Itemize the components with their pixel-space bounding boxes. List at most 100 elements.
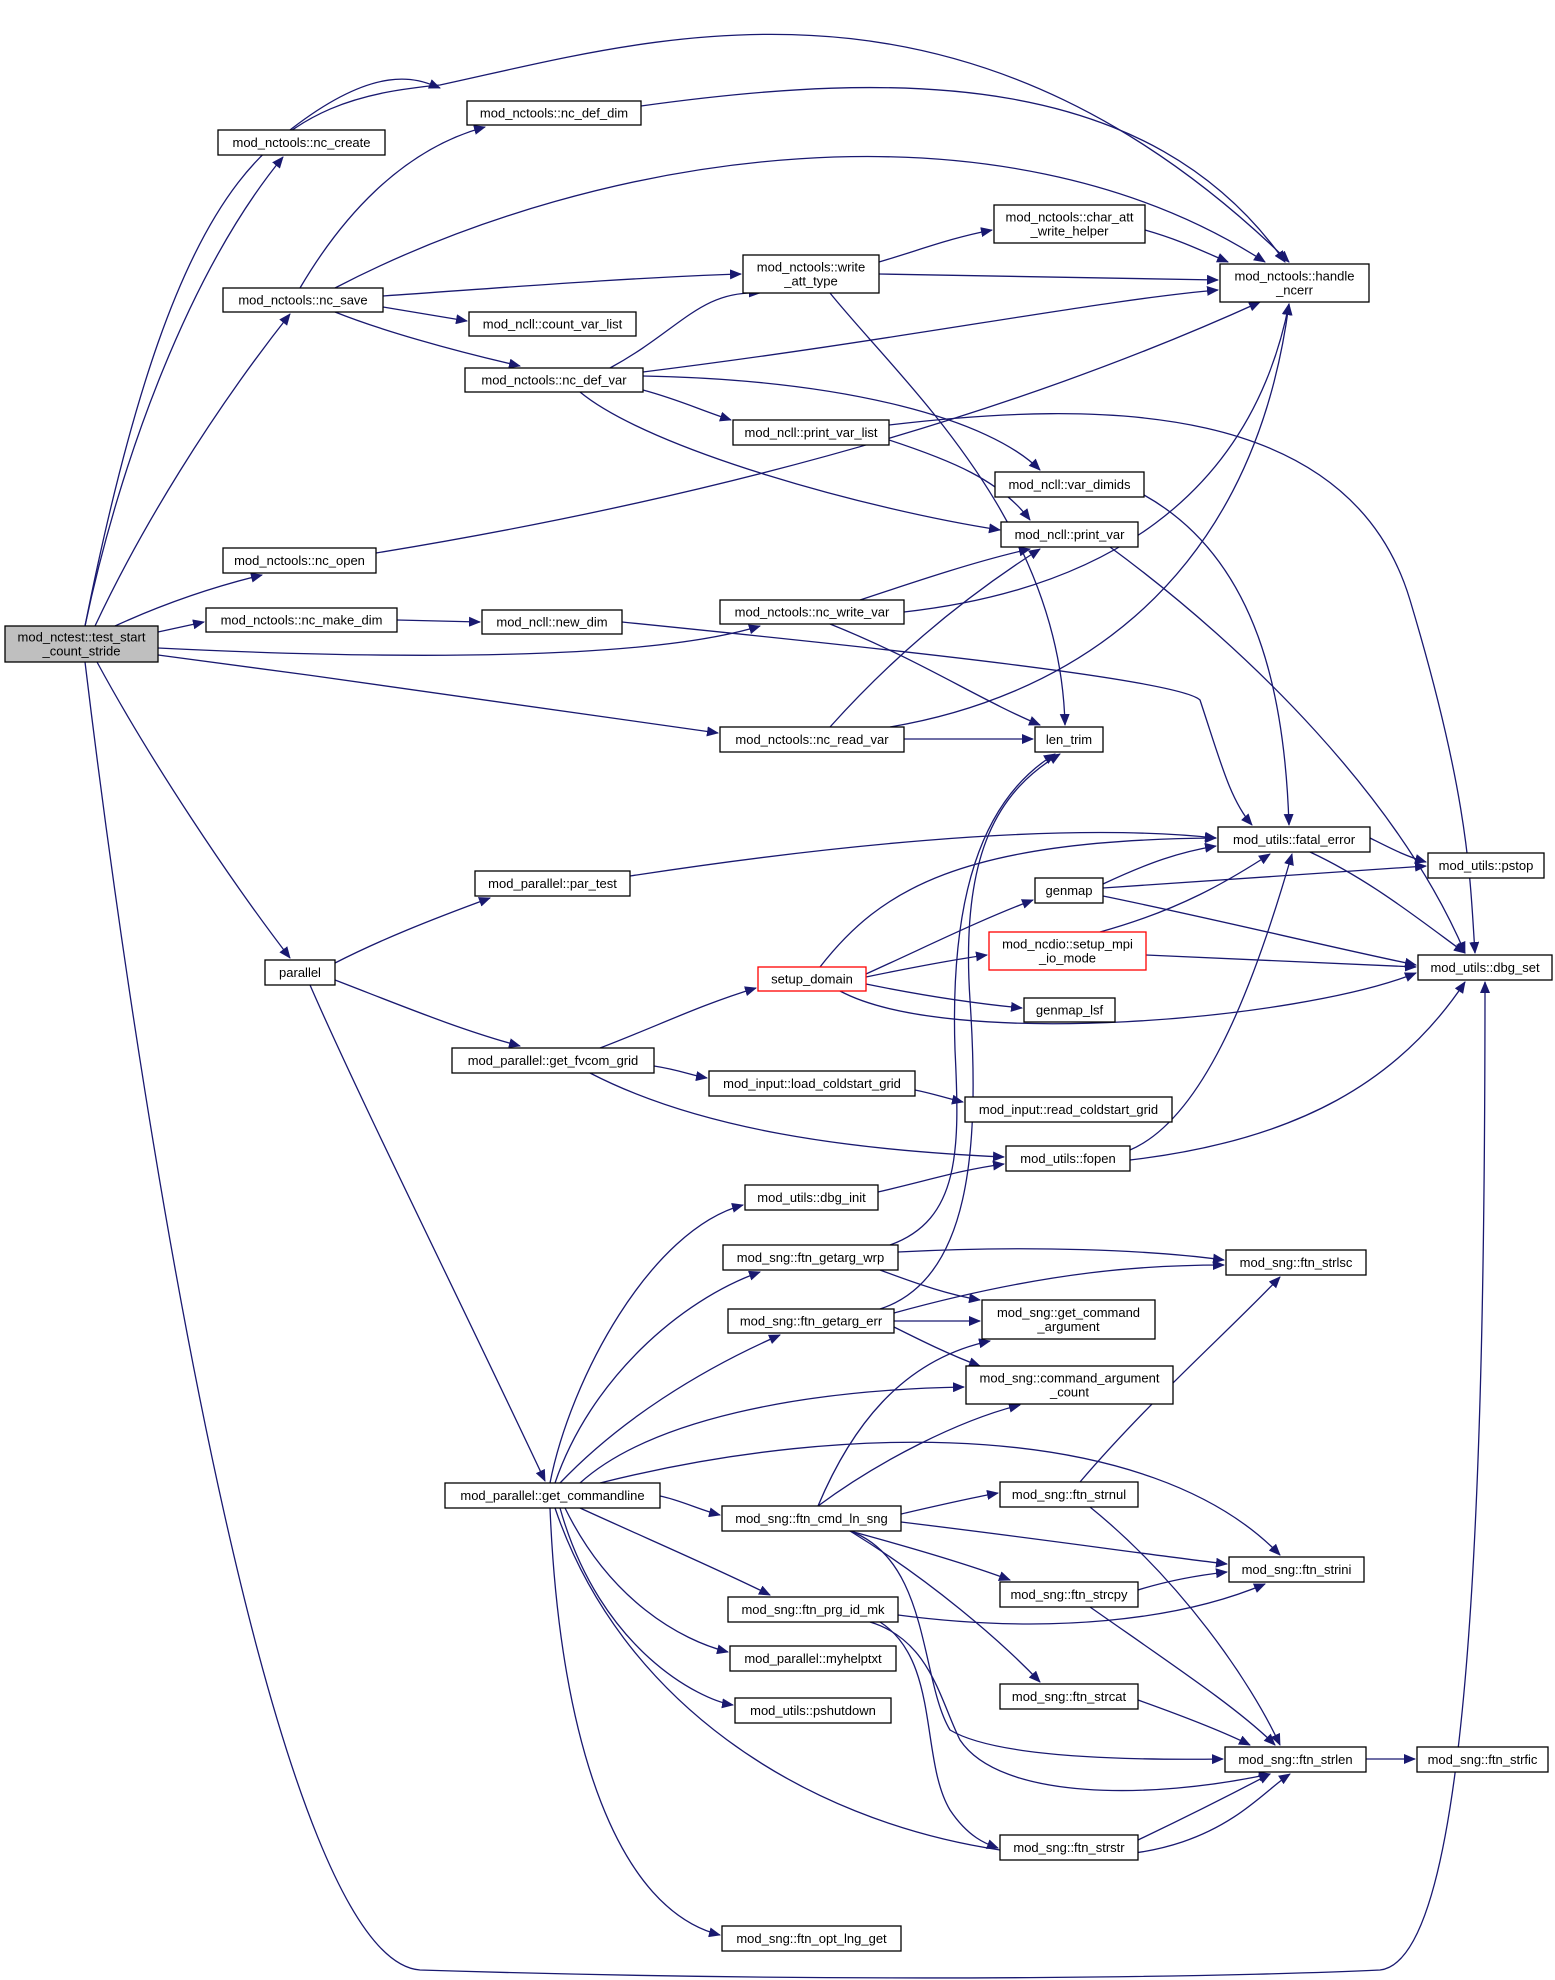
node-handle-ncerr[interactable]: mod_nctools::handle_ncerr [1219, 263, 1370, 303]
node-myhelptxt[interactable]: mod_parallel::myhelptxt [729, 1645, 897, 1672]
edge-root-to-nc_save [94, 313, 291, 627]
node-box [1000, 521, 1139, 548]
node-print-var-list[interactable]: mod_ncll::print_var_list [732, 419, 890, 446]
node-box [744, 1184, 879, 1211]
node-nc-read-var[interactable]: mod_nctools::nc_read_var [719, 726, 905, 753]
edge-var_dimids-to-fatal_error [1143, 494, 1294, 826]
edge-par_test-to-fatal_error [629, 831, 1217, 877]
node-fatal-error[interactable]: mod_utils::fatal_error [1217, 826, 1371, 853]
edge-get_commandline-to-strlen [554, 1507, 1291, 1858]
node-setup-mpi[interactable]: mod_ncdio::setup_mpi_io_mode [988, 931, 1147, 971]
edge-root-to-nc_make_dim [157, 619, 205, 633]
node-nc-write-var[interactable]: mod_nctools::nc_write_var [719, 599, 905, 625]
node-nc-def-dim[interactable]: mod_nctools::nc_def_dim [466, 100, 642, 126]
edge-parallel-to-get_fvcom_grid [334, 979, 521, 1048]
node-char-att[interactable]: mod_nctools::char_att_write_helper [993, 204, 1146, 244]
node-label: mod_ncdio::setup_mpi [1002, 937, 1133, 952]
node-par-test[interactable]: mod_parallel::par_test [474, 870, 631, 897]
node-print-var[interactable]: mod_ncll::print_var [1000, 521, 1139, 548]
node-get-command-argument[interactable]: mod_sng::get_command_argument [981, 1299, 1156, 1340]
node-pstop[interactable]: mod_utils::pstop [1427, 852, 1545, 879]
node-label: mod_ncll::new_dim [496, 615, 607, 630]
node-box [1224, 1746, 1367, 1773]
node-dbg-init[interactable]: mod_utils::dbg_init [744, 1184, 879, 1211]
node-box [464, 367, 644, 393]
node-pshutdown[interactable]: mod_utils::pshutdown [734, 1697, 892, 1724]
node-label: mod_ncll::print_var_list [745, 425, 878, 440]
node-box [1005, 1145, 1131, 1172]
node-nc-make-dim[interactable]: mod_nctools::nc_make_dim [205, 607, 398, 633]
node-box [264, 959, 336, 986]
node-label: mod_sng::ftn_strini [1242, 1562, 1352, 1577]
node-getarg-err[interactable]: mod_sng::ftn_getarg_err [727, 1308, 895, 1334]
node-genmap[interactable]: genmap [1034, 877, 1104, 904]
node-nc-save[interactable]: mod_nctools::nc_save [222, 287, 384, 313]
node-command-argument-count[interactable]: mod_sng::command_argument_count [965, 1365, 1174, 1405]
node-label: mod_sng::ftn_strcat [1012, 1689, 1127, 1704]
node-get-commandline[interactable]: mod_parallel::get_commandline [444, 1482, 661, 1509]
node-strini[interactable]: mod_sng::ftn_strini [1228, 1556, 1365, 1583]
edge-cmd_ln_sng-to-strnul [900, 1490, 999, 1515]
edge-root-to-nc_open [114, 572, 263, 627]
node-strnul[interactable]: mod_sng::ftn_strnul [999, 1481, 1139, 1508]
node-box [1427, 852, 1545, 879]
node-fopen[interactable]: mod_utils::fopen [1005, 1145, 1131, 1172]
node-strstr[interactable]: mod_sng::ftn_strstr [999, 1834, 1139, 1861]
node-label: len_trim [1046, 732, 1092, 747]
node-label: _io_mode [1038, 951, 1096, 966]
node-var-dimids[interactable]: mod_ncll::var_dimids [994, 471, 1145, 498]
node-nc-def-var[interactable]: mod_nctools::nc_def_var [464, 367, 644, 393]
node-new-dim[interactable]: mod_ncll::new_dim [481, 609, 623, 635]
node-nc-create[interactable]: mod_nctools::nc_create [217, 129, 386, 156]
node-label: mod_input::read_coldstart_grid [979, 1102, 1158, 1117]
edge-get_commandline-to-opt_lng_get [549, 1507, 721, 1938]
node-prg-id-mk[interactable]: mod_sng::ftn_prg_id_mk [727, 1596, 899, 1623]
node-dbg-set[interactable]: mod_utils::dbg_set [1417, 954, 1553, 981]
node-strlsc[interactable]: mod_sng::ftn_strlsc [1225, 1249, 1367, 1276]
edge-setup_domain-to-dbg_set [839, 972, 1417, 1025]
node-box [217, 129, 386, 156]
node-box [722, 1244, 899, 1271]
edge-fatal_error-to-dbg_set [1309, 851, 1466, 954]
node-write-att-type[interactable]: mod_nctools::write_att_type [742, 254, 880, 294]
node-nc-open[interactable]: mod_nctools::nc_open [222, 547, 377, 574]
node-get-fvcom-grid[interactable]: mod_parallel::get_fvcom_grid [451, 1047, 655, 1074]
node-label: mod_sng::ftn_getarg_wrp [737, 1250, 884, 1265]
nodes-layer: mod_nctest::test_start_count_stridemod_n… [4, 100, 1553, 1952]
node-load-coldstart[interactable]: mod_input::load_coldstart_grid [708, 1070, 916, 1097]
node-label: mod_sng::command_argument [980, 1371, 1160, 1386]
node-box [757, 966, 867, 992]
node-opt-lng-get[interactable]: mod_sng::ftn_opt_lng_get [721, 1925, 902, 1952]
node-parallel[interactable]: parallel [264, 959, 336, 986]
node-label: _ncerr [1275, 283, 1314, 298]
edge-new_dim-to-fatal_error [621, 621, 1253, 826]
edge-genmap-to-pstop [1102, 861, 1427, 889]
node-box [727, 1596, 899, 1623]
node-strcat[interactable]: mod_sng::ftn_strcat [999, 1683, 1139, 1710]
node-strlen[interactable]: mod_sng::ftn_strlen [1224, 1746, 1367, 1773]
node-strcpy[interactable]: mod_sng::ftn_strcpy [999, 1581, 1139, 1608]
node-len-trim[interactable]: len_trim [1034, 726, 1104, 753]
node-label: setup_domain [771, 972, 853, 987]
node-setup-domain[interactable]: setup_domain [757, 966, 867, 992]
edge-nc_read_var-to-handle_ncerr [889, 303, 1293, 728]
node-label: genmap_lsf [1036, 1003, 1104, 1018]
node-genmap-lsf[interactable]: genmap_lsf [1023, 997, 1116, 1023]
edge-cmd_ln_sng-to-strlen [849, 1530, 1224, 1765]
node-count-var-list[interactable]: mod_ncll::count_var_list [468, 311, 637, 337]
edge-root-to-nc_create [84, 156, 284, 627]
node-label: mod_parallel::get_commandline [460, 1488, 644, 1503]
node-read-coldstart[interactable]: mod_input::read_coldstart_grid [964, 1096, 1173, 1123]
node-box [729, 1645, 897, 1672]
node-label: mod_utils::dbg_set [1430, 960, 1540, 975]
node-strfic[interactable]: mod_sng::ftn_strfic [1416, 1746, 1549, 1773]
edge-get_commandline-to-cmd_ln_sng [659, 1495, 721, 1518]
node-root[interactable]: mod_nctest::test_start_count_stride [4, 625, 159, 663]
node-box [721, 1925, 902, 1952]
node-cmd-ln-sng[interactable]: mod_sng::ftn_cmd_ln_sng [721, 1505, 902, 1532]
node-label: mod_nctools::write [757, 260, 865, 275]
edge-get_commandline-to-dbg_init [549, 1203, 744, 1484]
node-box [732, 419, 890, 446]
node-getarg-wrp[interactable]: mod_sng::ftn_getarg_wrp [722, 1244, 899, 1271]
